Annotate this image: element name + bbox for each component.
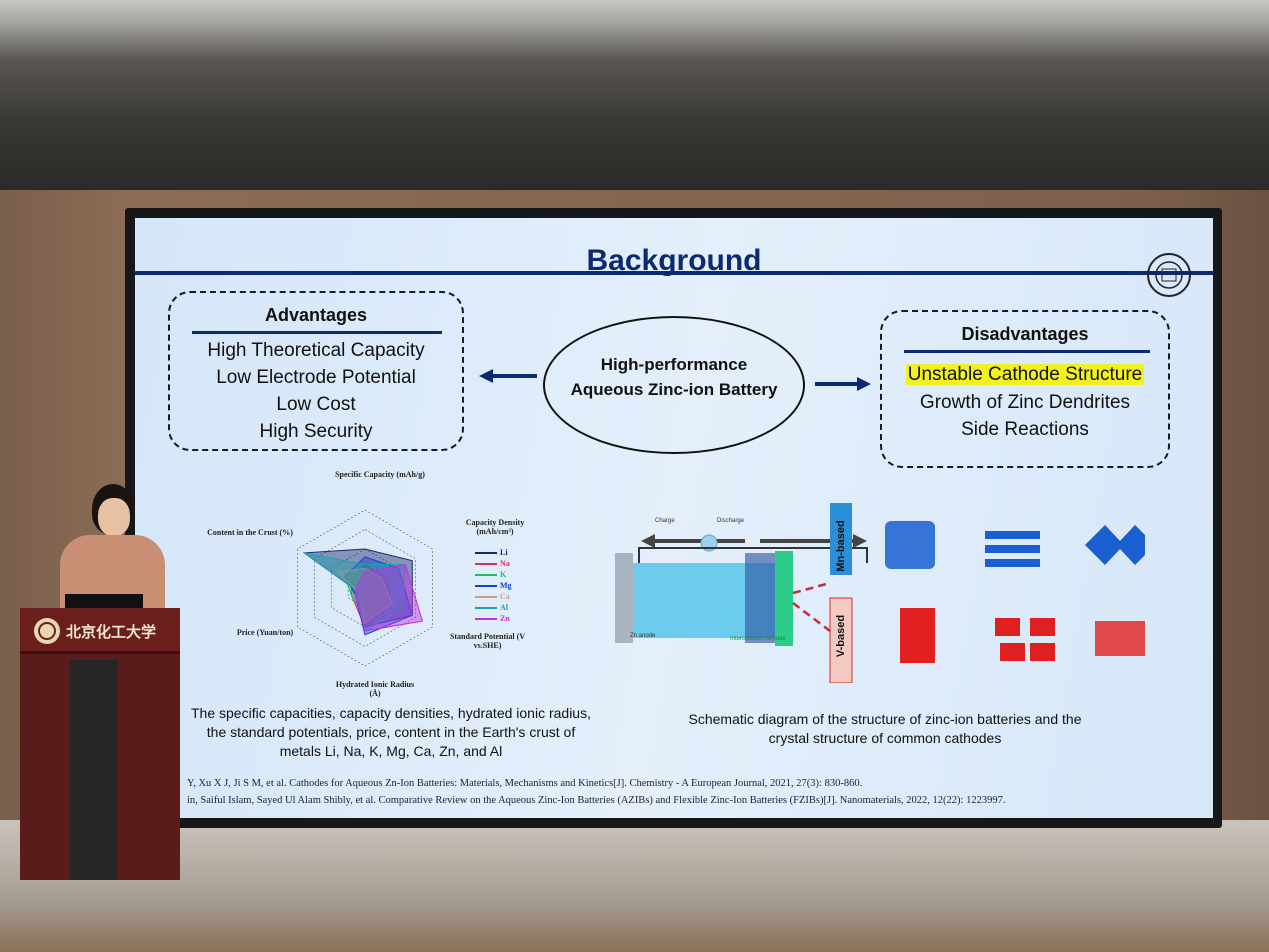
advantages-box: Advantages High Theoretical Capacity Low… (168, 291, 464, 451)
axis-label: Standard Potential (V vs.SHE) (449, 632, 526, 650)
radar-caption: The specific capacities, capacity densit… (191, 705, 591, 759)
discharge-label: Discharge (717, 518, 745, 524)
advantage-item: High Theoretical Capacity (207, 340, 425, 361)
legend-label: Mg (500, 581, 512, 590)
legend-label: Zn (500, 614, 510, 623)
disadvantages-box: Disadvantages Unstable Cathode Structure… (880, 310, 1170, 468)
center-line1: High-performance (600, 355, 748, 374)
radar-series-ca (336, 567, 393, 624)
legend-item: Mg (475, 581, 512, 592)
legend-label: Li (500, 548, 508, 557)
anode-label: Zn anode (630, 633, 656, 639)
advantage-item: Low Electrode Potential (216, 367, 416, 388)
radar-grid-ring (314, 529, 416, 647)
podium-logo-text: 北京化工大学 (66, 623, 157, 641)
highlighted-text: Unstable Cathode Structure (905, 364, 1145, 385)
slide: Background Advantages High Theoretical C… (135, 218, 1213, 818)
radar-series-mg (344, 556, 413, 636)
advantage-item: High Security (259, 421, 373, 442)
university-logo-icon (34, 618, 60, 644)
radar-grid-ring (297, 509, 433, 667)
schematic-caption: Schematic diagram of the structure of zi… (688, 711, 1082, 746)
legend-item: Na (475, 559, 512, 570)
podium-panel (70, 660, 118, 880)
cathode-label: Intercalation cathode (730, 636, 786, 642)
legend-item: K (475, 570, 512, 581)
podium: 北京化工大学 (20, 608, 180, 880)
axis-label: Specific Capacity (mAh/g) (335, 470, 425, 479)
v-based-label: V-based (835, 614, 847, 658)
center-ellipse: High-performance Aqueous Zinc-ion Batter… (543, 316, 805, 454)
axis-label: Content in the Crust (%) (207, 528, 293, 537)
ceiling (0, 0, 1269, 190)
arrow-right-icon (815, 377, 871, 391)
disadvantage-item-highlighted: Unstable Cathode Structure (882, 364, 1168, 386)
battery-schematic (615, 503, 1145, 683)
stage-floor (0, 820, 1269, 952)
laptop (65, 594, 143, 610)
radar-grid-ring (347, 568, 383, 608)
title-rule (135, 271, 1213, 275)
legend-item: Al (475, 603, 512, 614)
reference-2: in, Saiful Islam, Sayed Ul Alam Shibly, … (187, 795, 1006, 806)
disadvantage-item: Growth of Zinc Dendrites (919, 392, 1131, 413)
disadvantages-heading: Disadvantages (961, 324, 1089, 344)
radar-series-zn (354, 564, 424, 632)
charge-label: Charge (655, 518, 675, 524)
axis-label: Hydrated Ionic Radius (Å) (335, 680, 415, 698)
radar-chart (297, 509, 433, 667)
legend-item: Li (475, 548, 512, 559)
axis-label: Capacity Density (mAh/cm³) (465, 518, 525, 536)
axis-label: Price (Yuan/ton) (236, 628, 294, 637)
presenter-face (98, 498, 130, 536)
legend-label: Na (500, 559, 510, 568)
legend-label: Ca (500, 592, 510, 601)
advantage-item: Low Cost (276, 394, 356, 415)
advantages-heading: Advantages (264, 305, 368, 325)
arrow-left-icon (479, 369, 537, 383)
center-line2: Aqueous Zinc-ion Battery (570, 380, 778, 399)
reference-1: Y, Xu X J, Ji S M, et al. Cathodes for A… (187, 778, 863, 789)
divider (192, 331, 442, 334)
legend-label: Al (500, 603, 508, 612)
mn-based-label: Mn-based (835, 520, 847, 572)
disadvantage-item: Side Reactions (961, 419, 1089, 440)
legend-label: K (500, 570, 507, 579)
legend-item: Zn (475, 614, 512, 625)
divider (904, 350, 1150, 353)
legend-item: Ca (475, 592, 512, 603)
university-seal-icon (1147, 253, 1191, 297)
